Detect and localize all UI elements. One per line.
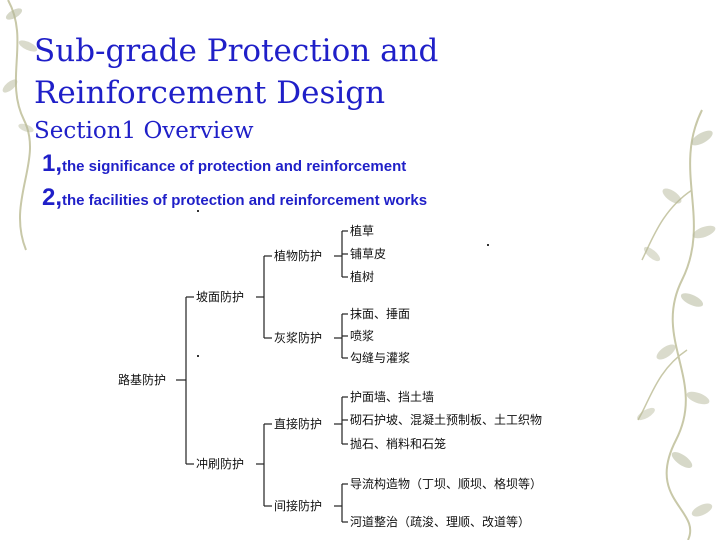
- tree-leaf: 导流构造物（丁坝、顺坝、格坝等）: [350, 477, 543, 491]
- tree-leaf: 抹面、捶面: [350, 307, 411, 321]
- vine-decoration-right: [637, 109, 716, 540]
- scan-speck: [197, 355, 199, 357]
- tree-leaf: 砌石护坡、混凝土预制板、土工织物: [350, 413, 543, 427]
- tree-node-slope: 坡面防护: [196, 290, 245, 304]
- title-line-1: Sub-grade Protection and: [34, 33, 439, 69]
- section-subtitle: Section1 Overview: [34, 118, 254, 144]
- tree-node-plant: 植物防护: [274, 249, 323, 263]
- tree-leaf: 抛石、梢料和石笼: [350, 437, 447, 451]
- bullet-number: 1,: [42, 150, 63, 177]
- scan-speck: [487, 244, 489, 246]
- tree-leaf: 铺草皮: [350, 247, 387, 261]
- bullet-number: 2,: [42, 184, 63, 211]
- vine-decoration-left: [2, 0, 38, 251]
- tree-root: 路基防护: [118, 373, 167, 387]
- tree-node-direct: 直接防护: [274, 417, 323, 431]
- slide-title: Sub-grade Protection and Reinforcement D…: [34, 30, 634, 114]
- tree-leaf: 喷浆: [350, 329, 375, 343]
- tree-node-scour: 冲刷防护: [196, 457, 245, 471]
- tree-leaf: 河道整治（疏浚、理顺、改道等）: [350, 515, 531, 529]
- bullet-text: the significance of protection and reinf…: [62, 158, 407, 175]
- tree-connectors: [176, 230, 348, 523]
- tree-leaf: 勾缝与灌浆: [350, 351, 411, 365]
- title-line-2: Reinforcement Design: [34, 75, 386, 111]
- tree-leaf: 护面墙、挡土墙: [350, 390, 435, 404]
- tree-leaf: 植草: [350, 224, 375, 238]
- scan-speck: [197, 210, 199, 212]
- bullet-point-1: 1,the significance of protection and rei…: [42, 150, 406, 178]
- tree-node-indirect: 间接防护: [274, 499, 323, 513]
- bullet-text: the facilities of protection and reinfor…: [62, 192, 428, 209]
- classification-tree-diagram: 路基防护 坡面防护 冲刷防护 植物防护 灰浆防护 直接防护 间接防护 植草 铺草…: [110, 210, 580, 534]
- bullet-point-2: 2,the facilities of protection and reinf…: [42, 184, 427, 212]
- tree-leaf: 植树: [350, 270, 375, 284]
- tree-node-mortar: 灰浆防护: [274, 331, 323, 345]
